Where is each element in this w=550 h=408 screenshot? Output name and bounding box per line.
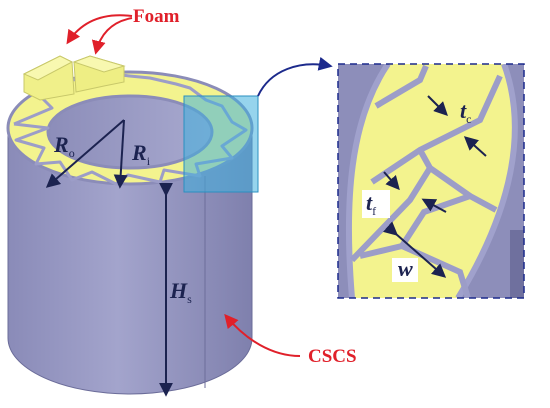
tc-arrow-out bbox=[463, 136, 487, 157]
foam-label: Foam bbox=[133, 6, 180, 27]
cylinder-body bbox=[7, 127, 253, 395]
tf-label: tf bbox=[366, 190, 376, 218]
cscs-callout-arrow bbox=[224, 313, 301, 357]
detail-view: tc tf w bbox=[337, 63, 525, 299]
highlight-region bbox=[183, 95, 259, 193]
foam-blocks bbox=[22, 55, 126, 101]
tc-label: tc bbox=[460, 98, 471, 126]
tf-arrow-in bbox=[383, 171, 400, 191]
w-label: w bbox=[398, 256, 413, 281]
foam-callout-arrow-left bbox=[66, 14, 133, 45]
tc-arrow-in bbox=[427, 95, 448, 116]
height-label: Hs bbox=[169, 278, 192, 306]
cscs-label: CSCS bbox=[308, 346, 357, 367]
radius-inner-label: Ri bbox=[131, 140, 151, 168]
radius-outer-label: Ro bbox=[53, 132, 75, 160]
detail-frame bbox=[337, 63, 525, 299]
radius-arrows bbox=[45, 119, 128, 189]
foam-callout-arrow-right bbox=[91, 17, 133, 55]
zoom-arrow bbox=[257, 56, 333, 97]
w-dimension bbox=[382, 221, 447, 278]
tf-arrow-out bbox=[421, 198, 447, 213]
